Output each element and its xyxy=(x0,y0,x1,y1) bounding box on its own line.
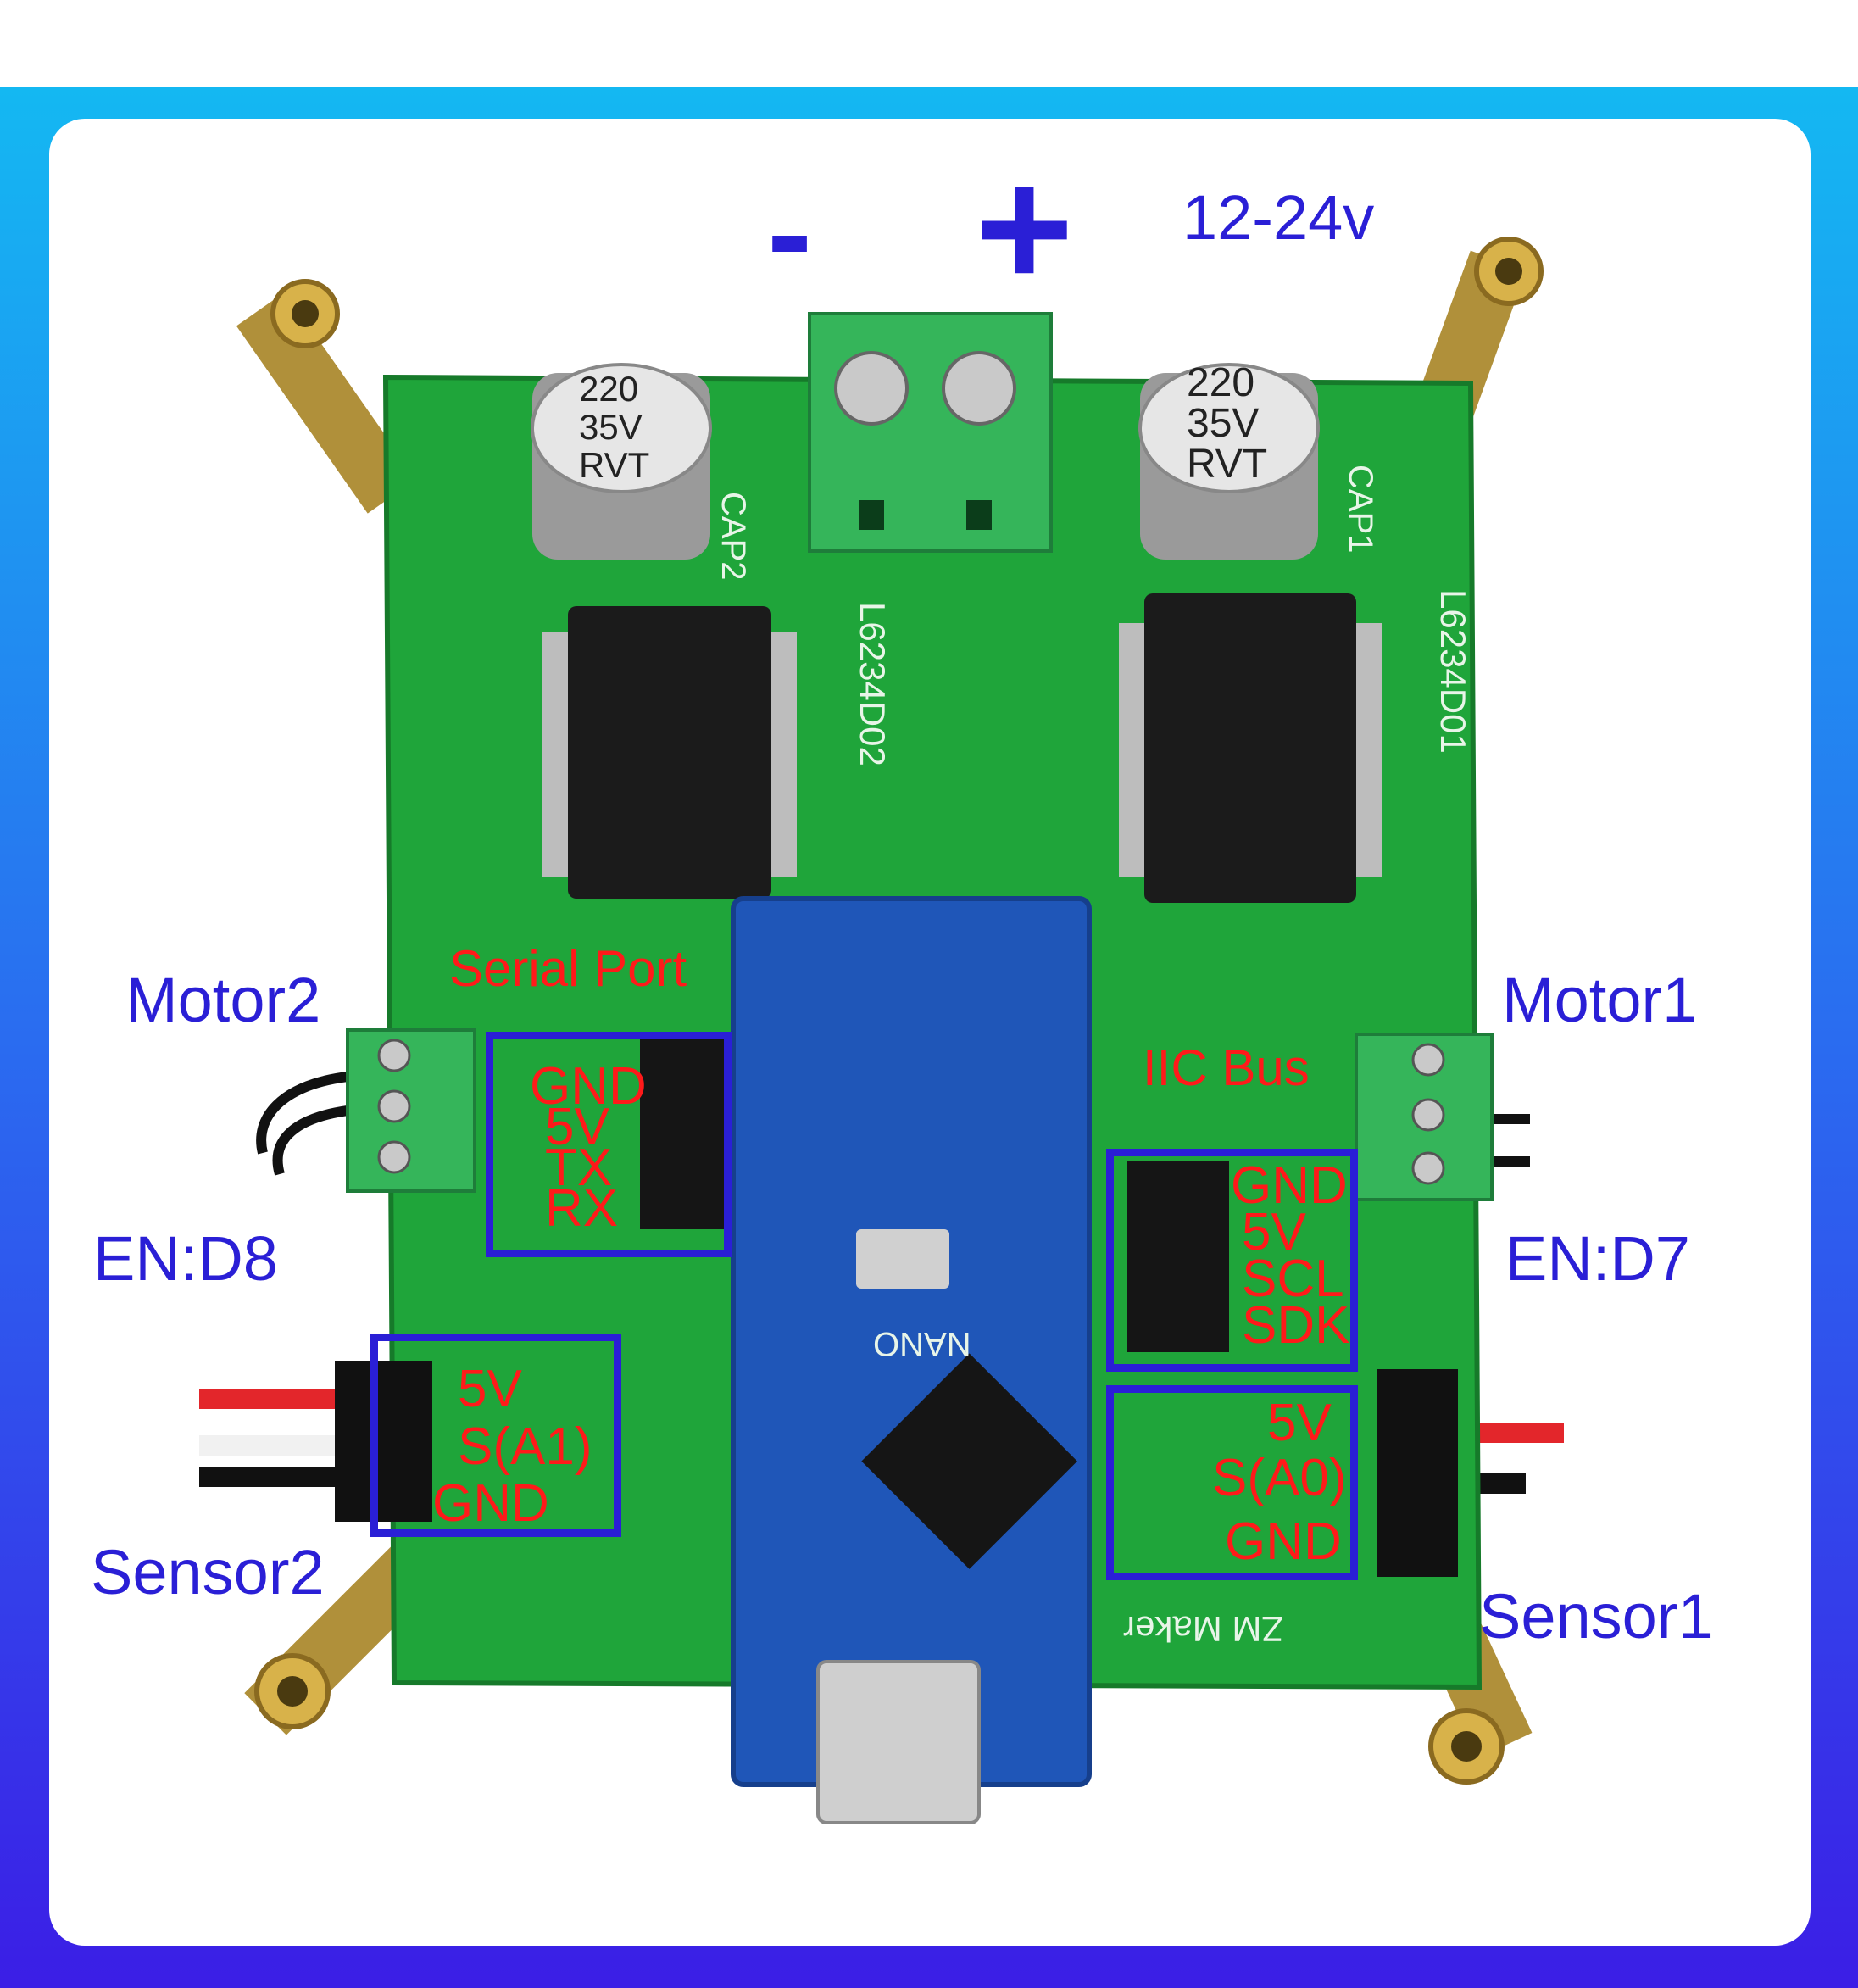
sensor2-pin-5v: 5V xyxy=(458,1360,522,1418)
iic-pin-gnd: GND xyxy=(1231,1156,1348,1215)
power-voltage-label: 12-24v xyxy=(1182,182,1375,253)
iic-header xyxy=(1127,1161,1229,1352)
sensor2-pin-signal: S(A1) xyxy=(458,1417,592,1476)
iic-pin-5v: 5V xyxy=(1242,1203,1306,1261)
cap2-silkscreen: CAP2 xyxy=(715,492,752,581)
sensor2-pin-gnd: GND xyxy=(432,1474,549,1533)
driver2-silkscreen: L6234D02 xyxy=(853,602,893,766)
capacitor-cap1 xyxy=(1138,363,1320,560)
maker-silkscreen: ZM Maker xyxy=(1123,1609,1283,1649)
power-terminal xyxy=(808,312,1053,553)
iic-bus-title: IIC Bus xyxy=(1143,1039,1310,1096)
motor2-wires xyxy=(256,1072,348,1176)
driver-chip-l6234d02 xyxy=(542,606,797,899)
sensor2-connector xyxy=(335,1361,432,1522)
power-minus-label: - xyxy=(767,156,813,308)
standoff-top-left xyxy=(236,279,417,514)
cap1-value-label: 220 xyxy=(1187,360,1255,405)
driver-chip-l6234d01 xyxy=(1119,593,1382,903)
driver1-silkscreen: L6234D01 xyxy=(1433,589,1473,754)
motor2-label: Motor2 xyxy=(125,965,321,1035)
serial-pin-5v: 5V xyxy=(545,1098,609,1156)
en-d8-label: EN:D8 xyxy=(93,1223,278,1294)
cap2-voltage-label: 35V xyxy=(579,407,643,447)
motor1-terminal xyxy=(1355,1033,1494,1201)
motor1-wires xyxy=(1492,1114,1530,1167)
power-plus-label: + xyxy=(975,134,1074,323)
serial-pin-rx: RX xyxy=(545,1179,619,1238)
serial-port-box xyxy=(486,1032,732,1257)
serial-pin-tx: TX xyxy=(545,1139,613,1197)
capacitor-cap2 xyxy=(531,363,712,560)
cap1-brand-label: RVT xyxy=(1187,442,1268,487)
iic-bus-box xyxy=(1106,1149,1358,1372)
sensor1-label: Sensor1 xyxy=(1479,1581,1713,1651)
sensor1-connector xyxy=(1377,1369,1458,1577)
serial-pin-gnd: GND xyxy=(530,1057,647,1116)
iic-pin-sdk: SDK xyxy=(1242,1296,1350,1355)
cap1-voltage-label: 35V xyxy=(1187,401,1260,446)
sensor1-box xyxy=(1106,1385,1358,1580)
cap2-value-label: 220 xyxy=(579,369,639,409)
sensor2-box xyxy=(370,1334,621,1537)
en-d7-label: EN:D7 xyxy=(1505,1223,1690,1294)
sensor2-label: Sensor2 xyxy=(91,1537,325,1607)
motor1-label: Motor1 xyxy=(1502,965,1698,1035)
serial-header xyxy=(640,1039,725,1229)
cap2-brand-label: RVT xyxy=(579,445,650,485)
arduino-nano xyxy=(731,896,1092,1824)
cap1-silkscreen: CAP1 xyxy=(1342,465,1379,554)
iic-pin-scl: SCL xyxy=(1242,1250,1344,1308)
nano-silkscreen: NANO xyxy=(873,1325,971,1362)
motor2-terminal xyxy=(346,1028,476,1193)
sensor1-pin-5v: 5V xyxy=(1267,1394,1332,1452)
serial-port-title: Serial Port xyxy=(449,940,687,997)
sensor1-pin-signal: S(A0) xyxy=(1212,1449,1347,1507)
sensor1-pin-gnd: GND xyxy=(1225,1512,1342,1571)
